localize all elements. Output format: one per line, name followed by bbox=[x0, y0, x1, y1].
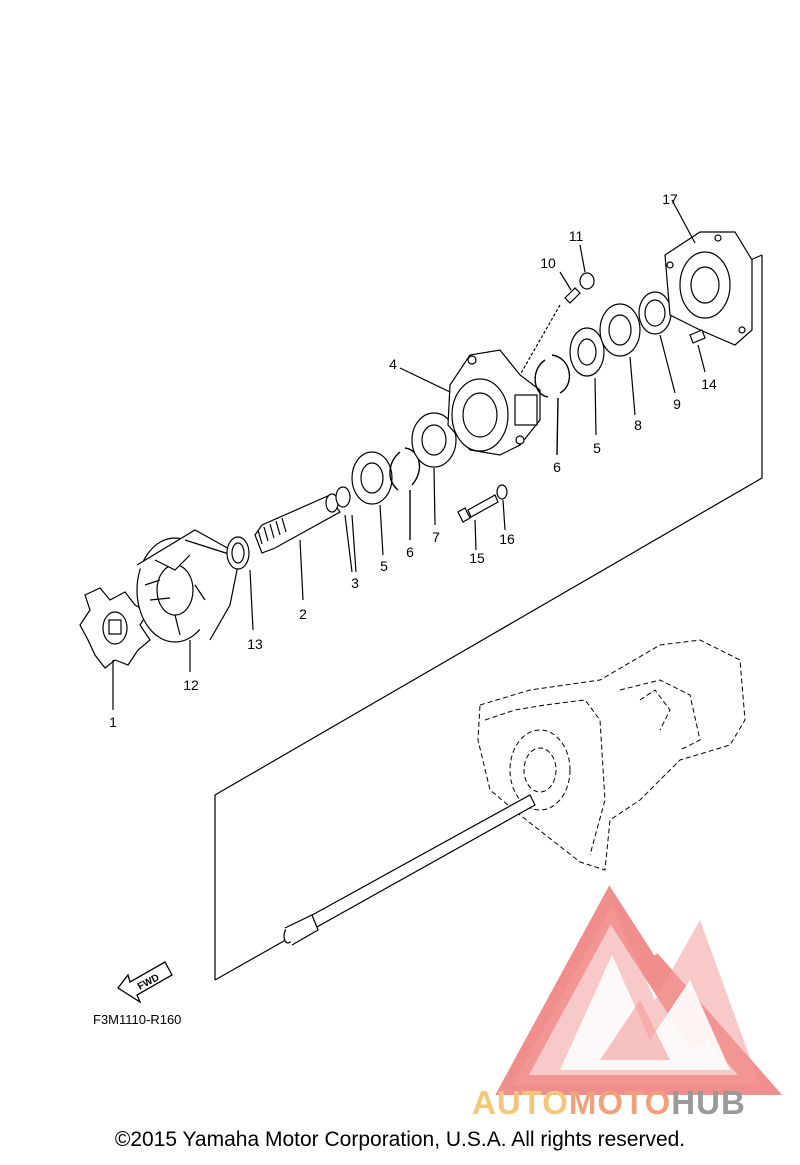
part-5-bearing-right bbox=[569, 327, 605, 436]
callout-13: 13 bbox=[247, 636, 263, 652]
callout-7: 7 bbox=[432, 529, 440, 545]
part-4-bearing-housing bbox=[399, 349, 541, 456]
callout-15: 15 bbox=[469, 550, 485, 566]
part-17-cover bbox=[664, 199, 753, 346]
part-11-cap bbox=[579, 244, 595, 290]
callout-6-right: 6 bbox=[553, 459, 561, 475]
callout-5-left: 5 bbox=[380, 558, 388, 574]
part-7-bearing bbox=[411, 412, 457, 526]
part-8-oil-seal bbox=[599, 303, 641, 416]
callout-4: 4 bbox=[389, 356, 397, 372]
part-5-bearing-left bbox=[351, 451, 393, 556]
watermark-part-hub: HUB bbox=[671, 1084, 746, 1121]
part-3-o-rings bbox=[335, 486, 357, 573]
part-6-circlip-left bbox=[389, 447, 421, 540]
callout-11: 11 bbox=[568, 228, 584, 244]
callout-8: 8 bbox=[634, 417, 642, 433]
part-1-coupler bbox=[79, 587, 151, 710]
part-10-grease-nipple bbox=[519, 271, 581, 376]
long-shaft bbox=[283, 794, 536, 946]
callout-17: 17 bbox=[662, 191, 678, 207]
part-9-seal-ring bbox=[638, 291, 676, 394]
callout-16: 16 bbox=[499, 531, 515, 547]
watermark-part-auto: AUTO bbox=[472, 1084, 569, 1121]
part-14-dowel-pin bbox=[689, 329, 706, 373]
callout-10: 10 bbox=[540, 255, 556, 271]
watermark-logo bbox=[495, 885, 783, 1095]
part-6-circlip-right bbox=[534, 354, 571, 456]
callout-12: 12 bbox=[183, 677, 199, 693]
fwd-label: FWD bbox=[136, 972, 161, 992]
jet-pump-assembly-outline bbox=[477, 639, 746, 871]
watermark-text: AUTOMOTOHUB bbox=[472, 1084, 746, 1122]
callout-9: 9 bbox=[673, 396, 681, 412]
callout-14: 14 bbox=[701, 376, 717, 392]
part-12-coupling-housing bbox=[136, 529, 241, 672]
callout-2: 2 bbox=[299, 606, 307, 622]
part-16-washer bbox=[496, 484, 508, 531]
figure-code: F3M1110-R160 bbox=[93, 1012, 182, 1027]
callout-6-left: 6 bbox=[406, 544, 414, 560]
callout-5-right: 5 bbox=[593, 440, 601, 456]
watermark-part-moto: MOTO bbox=[568, 1084, 672, 1121]
fwd-arrow bbox=[117, 961, 173, 1004]
copyright-notice: ©2015 Yamaha Motor Corporation, U.S.A. A… bbox=[114, 1128, 686, 1151]
callout-1: 1 bbox=[109, 714, 117, 730]
callout-3: 3 bbox=[351, 575, 359, 591]
part-13-spacer bbox=[226, 536, 254, 631]
part-2-drive-shaft bbox=[254, 493, 341, 601]
part-15-bolt bbox=[457, 494, 499, 551]
